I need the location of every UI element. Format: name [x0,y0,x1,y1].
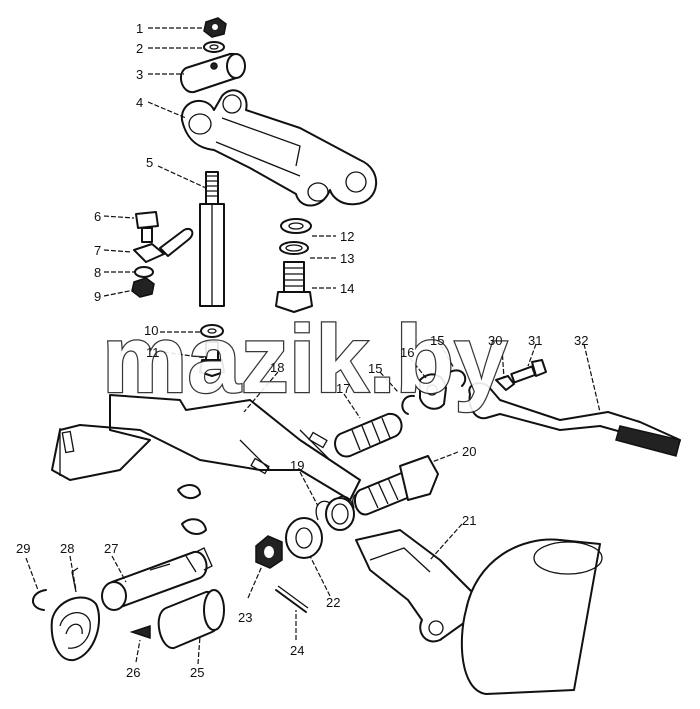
callout-21: 21 [462,513,476,528]
callout-6: 6 [94,209,101,224]
part-17-pin [334,412,403,458]
part-31-bolt [510,359,547,384]
callout-4: 4 [136,95,143,110]
callout-23: 23 [238,610,252,625]
callout-10: 10 [144,323,158,338]
part-10-washer [200,324,224,338]
callout-15-left: 15 [368,361,382,376]
callout-26: 26 [126,665,140,680]
part-6-bolt [135,211,159,243]
callout-29: 29 [16,541,30,556]
callout-15-right: 15 [430,333,444,348]
part-27-shaft [101,547,213,611]
part-14-bolt [275,261,313,313]
part-12-washer [280,218,312,234]
callout-7: 7 [94,243,101,258]
part-23-castle-nut [255,535,283,569]
callout-30: 30 [488,333,502,348]
part-22-washer [285,517,323,559]
callout-14: 14 [340,281,354,296]
part-3-sleeve [179,52,246,94]
callout-2: 2 [136,41,143,56]
callout-16: 16 [400,345,414,360]
callout-17: 17 [336,381,350,396]
part-20-bolt [353,455,439,516]
callout-11: 11 [146,345,160,360]
part-15-circlip [401,394,415,415]
callout-25: 25 [190,665,204,680]
part-28-spring [50,567,100,662]
callout-5: 5 [146,155,153,170]
part-13-ring [279,241,309,255]
callout-18: 18 [270,360,284,375]
part-32-handle [468,382,681,457]
part-2-washer [203,41,225,53]
callout-22: 22 [326,595,340,610]
part-11-bolt [199,341,225,377]
part-1-nut [203,17,227,38]
part-24-cotter-pin [275,585,309,613]
callout-12: 12 [340,229,354,244]
part-5-stud [199,171,225,307]
part-21-pedal-lever [355,529,603,695]
callout-32: 32 [574,333,588,348]
part-25-bushing [157,589,225,649]
callout-9: 9 [94,289,101,304]
callout-8: 8 [94,265,101,280]
watermark-text: mazik.by [102,306,508,413]
part-29-circlip [32,589,47,611]
callout-24: 24 [290,643,304,658]
part-4-lever-link [180,89,377,207]
callout-20: 20 [462,444,476,459]
callout-28: 28 [60,541,74,556]
callout-27: 27 [104,541,118,556]
part-26-key [129,624,151,640]
part-18-bracket [51,394,361,501]
callout-labels: 1 2 3 4 5 6 7 8 9 10 11 12 13 14 15 15 1… [16,21,588,680]
leader-lines [25,27,601,665]
callout-19: 19 [290,458,304,473]
callout-13: 13 [340,251,354,266]
part-15b-circlip [449,369,467,387]
part-16-plate [419,373,447,410]
part-7-plate [133,228,194,263]
callout-1: 1 [136,21,143,36]
part-shaft-clip [177,484,207,535]
part-9-nut [131,277,155,298]
callout-31: 31 [528,333,542,348]
callout-3: 3 [136,67,143,82]
part-8-washer [134,266,154,278]
